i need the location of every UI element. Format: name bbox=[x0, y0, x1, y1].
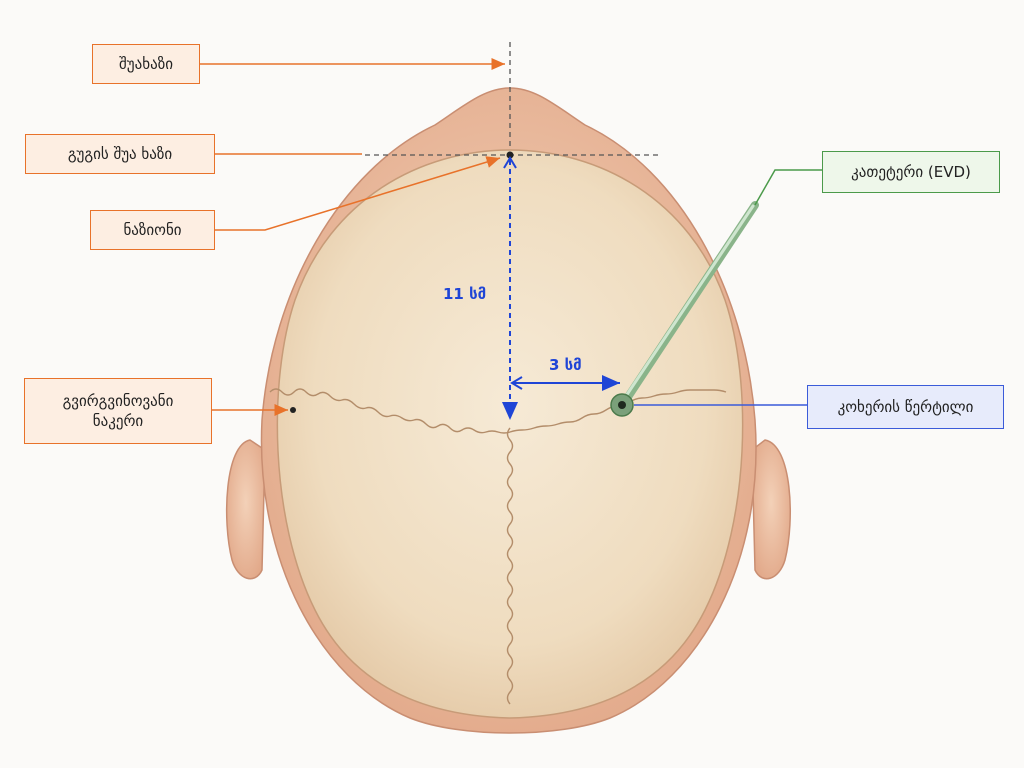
horizontal-measure-arrowhead-left bbox=[510, 376, 523, 390]
leader-catheter bbox=[754, 169, 822, 206]
label-nasal-midline: გუგის შუა ხაზი bbox=[25, 134, 215, 174]
coronal-suture-line bbox=[269, 388, 727, 434]
leader-nasion bbox=[215, 156, 501, 231]
label-midline: შუახაზი bbox=[92, 44, 200, 84]
label-kochers-point: კოხერის წერტილი bbox=[807, 385, 1004, 429]
vertical-measure-arrowhead-top bbox=[503, 156, 517, 169]
catheter-highlight bbox=[622, 204, 755, 401]
nasion-point bbox=[506, 151, 514, 159]
measure-horizontal-label: 3 სმ bbox=[549, 356, 582, 374]
measure-vertical-label: 11 სმ bbox=[443, 285, 487, 303]
coronal-suture-point bbox=[290, 407, 296, 413]
left-ear bbox=[225, 439, 266, 580]
label-coronal-suture: გვირგვინოვანი ნაკერი bbox=[24, 378, 212, 444]
skull-bone bbox=[276, 149, 744, 719]
label-catheter: კათეტერი (EVD) bbox=[822, 151, 1000, 193]
label-nasion: ნაზიონი bbox=[90, 210, 215, 250]
kochers-point-dot bbox=[618, 401, 626, 409]
right-ear bbox=[751, 439, 792, 580]
sagittal-suture-line bbox=[506, 427, 514, 705]
